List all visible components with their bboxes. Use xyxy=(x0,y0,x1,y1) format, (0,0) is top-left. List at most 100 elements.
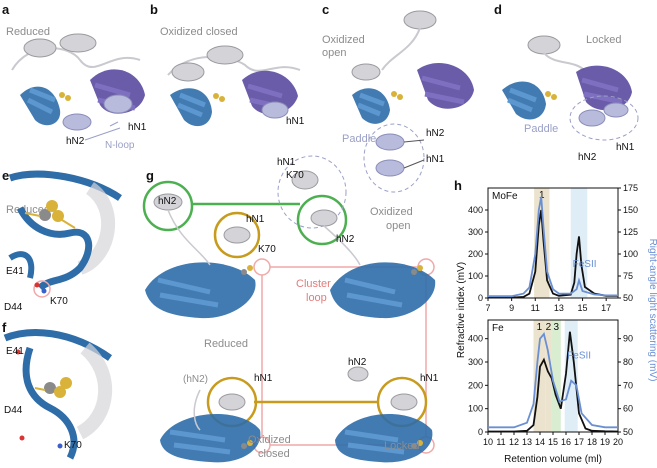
panel-d-paddle: Paddle xyxy=(524,123,559,135)
panel-c-hn2: hN2 xyxy=(426,128,445,139)
g-br-state: Locked xyxy=(384,440,420,452)
g-br-hn2: hN2 xyxy=(348,357,367,368)
fraction-label: 2 xyxy=(546,322,552,333)
g-tl-hn2: hN2 xyxy=(158,196,177,207)
panel-f-e41: E41 xyxy=(6,346,24,357)
panel-c-state-1: Oxidized xyxy=(322,34,365,46)
chart-frame xyxy=(487,187,619,299)
y2-tick-label: 90 xyxy=(623,334,633,344)
g-br-hn1: hN1 xyxy=(420,373,439,384)
g-tr-state-2: open xyxy=(386,220,411,232)
g-tr-hn2: hN2 xyxy=(336,234,355,245)
panel-a-hn1: hN1 xyxy=(128,122,147,133)
y-tick-label: 400 xyxy=(468,334,483,344)
x-tick-label: 12 xyxy=(509,437,519,447)
panel-a-label: a xyxy=(2,2,10,17)
g-cluster-1: Cluster xyxy=(296,278,331,290)
g-tr-hn1: hN1 xyxy=(277,157,296,168)
g-tl-k70: K70 xyxy=(258,244,276,255)
y2-tick-label: 70 xyxy=(623,380,633,390)
y-axis-label: Refractive index (mV) xyxy=(456,262,467,358)
panel-d-hn2: hN2 xyxy=(578,152,597,163)
x-tick-label: 13 xyxy=(522,437,532,447)
panel-d-label: d xyxy=(494,2,502,17)
g-tl-state: Reduced xyxy=(204,338,249,350)
g-tr-state-1: Oxidized xyxy=(370,206,413,218)
panel-e-k70: K70 xyxy=(50,296,68,307)
panel-g-label: g xyxy=(146,168,154,183)
y-tick-label: 400 xyxy=(468,205,483,215)
y-tick-label: 300 xyxy=(468,357,483,367)
panel-b-state: Oxidized closed xyxy=(160,26,238,38)
fraction-label: 1 xyxy=(537,322,543,333)
y2-axis-label: Right-angle light scattering (mV) xyxy=(647,239,657,382)
x-tick-label: 15 xyxy=(548,437,558,447)
series-line-scattering xyxy=(488,332,618,429)
panel-e-label: e xyxy=(2,168,10,183)
panel-e-state: Reduced xyxy=(6,204,51,216)
fraction-band xyxy=(551,320,561,432)
x-tick-label: 18 xyxy=(587,437,597,447)
panel-a-hn2: hN2 xyxy=(66,136,85,147)
fraction-band xyxy=(545,320,552,432)
panel-d-state: Locked xyxy=(586,34,622,46)
x-tick-label: 11 xyxy=(531,303,540,313)
fraction-label: 1 xyxy=(539,190,545,201)
y-tick-label: 200 xyxy=(468,249,483,259)
x-tick-label: 17 xyxy=(574,437,584,447)
series-label: FeSII xyxy=(567,351,591,362)
x-tick-label: 14 xyxy=(535,437,545,447)
panel-b-hn1: hN1 xyxy=(286,116,305,127)
g-tr-k70: K70 xyxy=(286,170,304,181)
panel-c-label: c xyxy=(322,2,330,17)
y-tick-label: 100 xyxy=(468,271,483,281)
panel-b-structure xyxy=(167,45,301,127)
x-tick-label: 11 xyxy=(496,437,505,447)
panel-c-hn1: hN1 xyxy=(426,154,445,165)
panel-a-structure xyxy=(11,33,145,141)
y-tick-label: 300 xyxy=(468,227,483,237)
chart-panel-label: Fe xyxy=(492,323,504,334)
y2-tick-label: 125 xyxy=(623,227,638,237)
panel-e-structure xyxy=(8,170,122,298)
x-tick-label: 7 xyxy=(485,303,490,313)
x-tick-label: 16 xyxy=(561,437,571,447)
g-bl-hn1: hN1 xyxy=(254,373,273,384)
y-tick-label: 0 xyxy=(478,293,483,303)
y2-tick-label: 75 xyxy=(623,271,633,281)
panel-d-structure xyxy=(502,35,639,141)
series-line-refractive xyxy=(488,331,619,433)
g-tl-hn1: hN1 xyxy=(246,214,265,225)
panel-a-state: Reduced xyxy=(6,26,51,38)
y2-tick-label: 150 xyxy=(623,205,638,215)
x-axis-label: Retention volume (ml) xyxy=(504,454,602,465)
y-tick-label: 100 xyxy=(468,404,483,414)
x-tick-label: 10 xyxy=(483,437,493,447)
x-tick-label: 9 xyxy=(509,303,514,313)
series-line-refractive xyxy=(488,209,618,299)
fraction-label: 3 xyxy=(553,322,559,333)
panel-f-label: f xyxy=(2,320,7,335)
panel-c-structure xyxy=(351,10,474,193)
panel-g-scheme xyxy=(142,155,436,463)
x-tick-label: 20 xyxy=(613,437,623,447)
g-bl-state-2: closed xyxy=(258,448,290,460)
panel-b-label: b xyxy=(150,2,158,17)
x-tick-label: 15 xyxy=(578,303,588,313)
y-tick-label: 200 xyxy=(468,380,483,390)
x-tick-label: 13 xyxy=(554,303,564,313)
series-line-scattering xyxy=(488,196,618,298)
panel-f-d44: D44 xyxy=(4,405,23,416)
y-tick-label: 0 xyxy=(478,427,483,437)
panel-e-e41: E41 xyxy=(6,266,24,277)
panel-c-state-2: open xyxy=(322,47,347,59)
y2-tick-label: 80 xyxy=(623,357,633,367)
y2-tick-label: 60 xyxy=(623,404,633,414)
x-tick-label: 17 xyxy=(601,303,611,313)
chart-panel-label: MoFe xyxy=(492,191,518,202)
panel-c-paddle: Paddle xyxy=(342,133,377,145)
series-label: FeSII xyxy=(573,259,597,270)
y2-tick-label: 175 xyxy=(623,183,638,193)
panel-e-d44: D44 xyxy=(4,302,23,313)
